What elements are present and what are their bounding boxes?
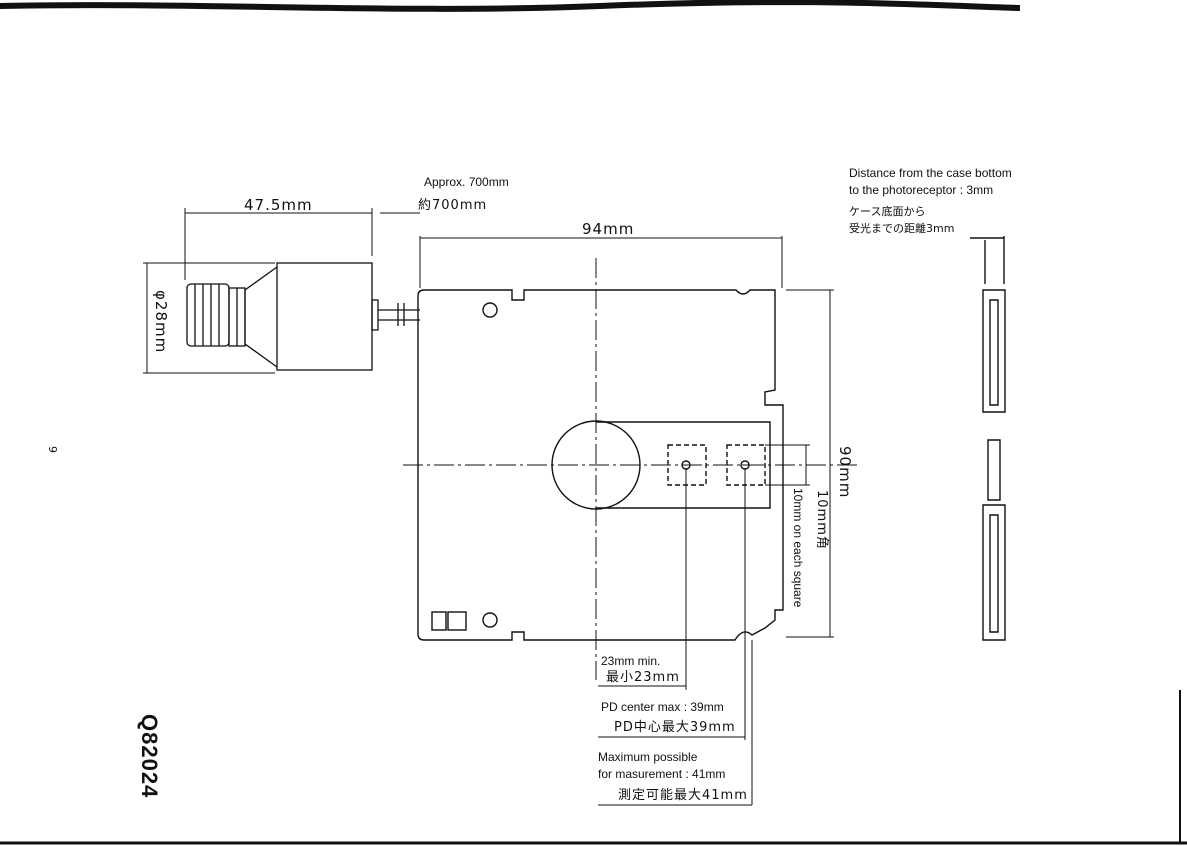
- sensor-head: [187, 263, 420, 370]
- scan-edge-top: [0, 2, 1020, 9]
- cable-length-en: Approx. 700mm: [424, 176, 509, 188]
- square-size-jp: 10mm角: [815, 490, 828, 550]
- height-label: 90mm: [837, 446, 852, 498]
- square-size-en: 10mm on each square: [792, 488, 804, 607]
- max-label-jp: 測定可能最大41mm: [618, 789, 748, 802]
- min-label-jp: 最小23mm: [606, 671, 680, 684]
- distance-en-line1: Distance from the case bottom: [849, 167, 1012, 179]
- side-view: [970, 236, 1005, 640]
- min-label-en: 23mm min.: [601, 655, 660, 667]
- width-label: 94mm: [582, 222, 634, 237]
- page-number: 9: [47, 446, 58, 453]
- lens-diameter-label: φ28mm: [153, 290, 168, 353]
- distance-jp-line2: 受光までの距離3mm: [849, 223, 954, 234]
- lens-length-label: 47.5mm: [244, 198, 313, 213]
- max-label-line1: Maximum possible: [598, 751, 697, 763]
- distance-en-line2: to the photoreceptor : 3mm: [849, 184, 993, 196]
- max-label-line2: for masurement : 41mm: [598, 768, 725, 780]
- pd-center-label-jp: PD中心最大39mm: [614, 721, 736, 734]
- center-lines: [403, 258, 860, 680]
- head-dimensions: [143, 208, 420, 373]
- part-code: Q82024: [138, 714, 160, 798]
- cable-length-jp: 約700mm: [418, 199, 487, 212]
- pd-center-label-en: PD center max : 39mm: [601, 701, 724, 713]
- distance-jp-line1: ケース底面から: [849, 206, 925, 217]
